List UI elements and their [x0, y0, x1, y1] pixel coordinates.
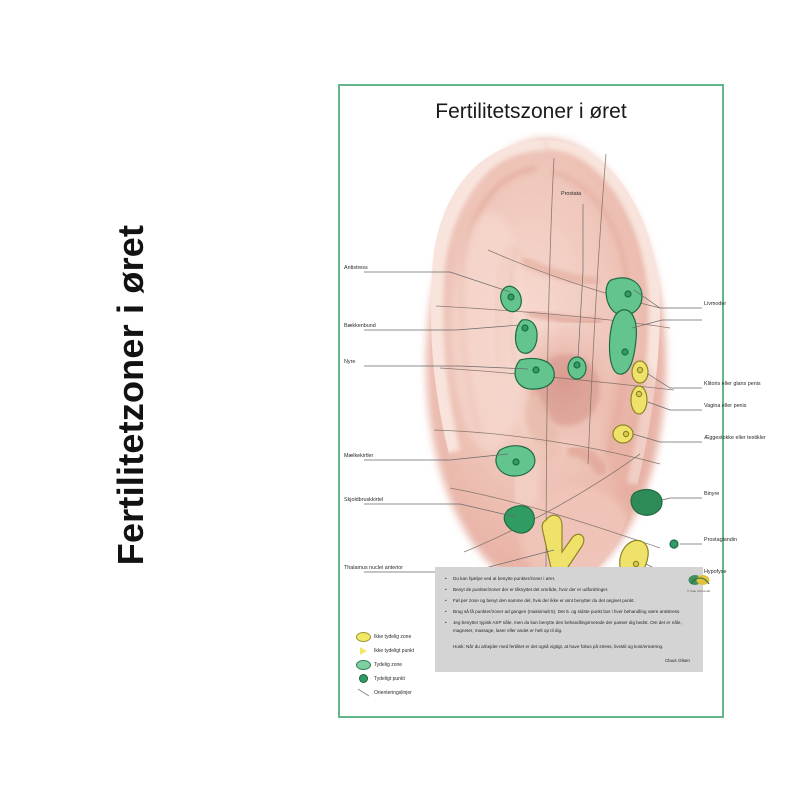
callout-klitoris: Klitoris eller glans penis [704, 381, 761, 387]
callout-prostaglandin: Prostaglandin [704, 537, 737, 543]
legend-label: Tydeligt punkt [374, 675, 405, 682]
legend-item-unclear-point: Ikke tydeligt punkt [352, 644, 492, 657]
point-maelkekirtler [512, 458, 520, 466]
ear-illustration: Prostata Antistress Bækkenbund Nyre Mælk… [340, 132, 766, 602]
legend-item-clear-zone: Tydelig zone [352, 658, 492, 671]
brand-logo: © Clau Ostrumaft [687, 572, 713, 593]
legend-item-unclear-zone: Ikke tydelig zone [352, 630, 492, 643]
point-vagina [635, 390, 643, 398]
poster-title: Fertilitetszoner i øret [435, 100, 627, 123]
zone-livmoder-lower [608, 309, 637, 375]
point-prostaglandin [669, 539, 679, 549]
advice-bullet: Føl per zone og benyt den samme del, hvi… [445, 597, 694, 606]
callout-antistress: Antistress [344, 265, 368, 271]
zone-binyre [630, 489, 663, 516]
legend-label: Tydelig zone [374, 661, 403, 668]
callout-vagina: Vagina eller penis [704, 403, 747, 409]
zone-livmoder-upper [605, 277, 643, 316]
callout-livmoder: Livmoder [704, 301, 727, 307]
legend-item-guide-lines: Orienteringslinjer [352, 686, 492, 699]
advice-signature: Claus Olsen [664, 658, 690, 664]
clear-zone-swatch-icon [352, 659, 374, 670]
sidebar-title-text: Fertilitetzoner i øret [110, 224, 151, 566]
advice-bullet: Brug så få punkter/zoner ad gangen (maks… [445, 608, 694, 617]
advice-bullet: Jeg benytter typisk ASP nåle, men du kan… [445, 619, 694, 636]
callout-thalamus: Thalamus nuclei anterior [344, 565, 404, 571]
zone-markers [495, 277, 679, 579]
legend-label: Ikke tydeligt punkt [374, 647, 415, 654]
zone-baekkenbund [514, 319, 538, 354]
callout-binyre: Binyre [704, 491, 720, 497]
point-aeggestokke [622, 430, 630, 438]
logo-caption: © Clau Ostrumaft [687, 589, 711, 593]
legend-label: Orienteringslinjer [374, 689, 412, 696]
advice-bullet-list: Du kan hjælpe ved at benytte punkter/zon… [444, 575, 694, 636]
zone-skjoldbruskkirtel [503, 505, 535, 534]
unclear-point-swatch-icon [352, 646, 374, 655]
callout-prostata: Prostata [561, 191, 582, 197]
point-nyre [532, 366, 540, 374]
unclear-zone-swatch-icon [352, 631, 374, 642]
point-klitoris [636, 366, 644, 374]
callout-aeggestokke: Æggestokke eller testikler [704, 435, 766, 441]
zone-thalamus [541, 514, 585, 575]
point-livmoder-upper [624, 290, 632, 298]
clear-point-swatch-icon [352, 674, 374, 683]
callout-skjoldbruskkirtel: Skjoldbruskkirtel [344, 497, 384, 503]
legend-label: Ikke tydelig zone [374, 633, 412, 640]
callout-nyre: Nyre [344, 359, 356, 365]
ear-diagram-svg [364, 138, 702, 595]
sidebar-product-title: Fertilitetzoner i øret [0, 0, 300, 790]
point-prostata [573, 361, 581, 369]
callout-hypofyse: Hypofyse [704, 569, 727, 575]
point-livmoder-lower [621, 348, 629, 356]
callout-baekkenbund: Bækkenbund [344, 323, 376, 329]
callout-maelkekirtler: Mælkekirtler [344, 453, 374, 459]
point-baekkenbund [521, 324, 529, 332]
legend: Ikke tydelig zone Ikke tydeligt punkt Ty… [352, 630, 492, 700]
legend-item-clear-point: Tydeligt punkt [352, 672, 492, 685]
advice-bullet: Benyt de punkter/zoner der er tilknyttet… [445, 586, 694, 595]
advice-box: Du kan hjælpe ved at benytte punkter/zon… [435, 567, 703, 673]
advice-note: Husk: Når du arbejder med fertilitet er … [453, 643, 664, 649]
zone-nyre [514, 357, 555, 390]
guide-line-swatch-icon [352, 688, 374, 697]
point-hypofyse [632, 560, 640, 568]
leaf-logo-icon [688, 575, 710, 585]
orientation-lines [433, 153, 675, 595]
poster-card: Fertilitetszoner i øret [338, 84, 766, 718]
point-antistress [507, 293, 515, 301]
zone-vagina [630, 385, 648, 415]
callout-leader-lines [364, 204, 702, 577]
advice-bullet: Du kan hjælpe ved at benytte punkter/zon… [445, 575, 694, 584]
